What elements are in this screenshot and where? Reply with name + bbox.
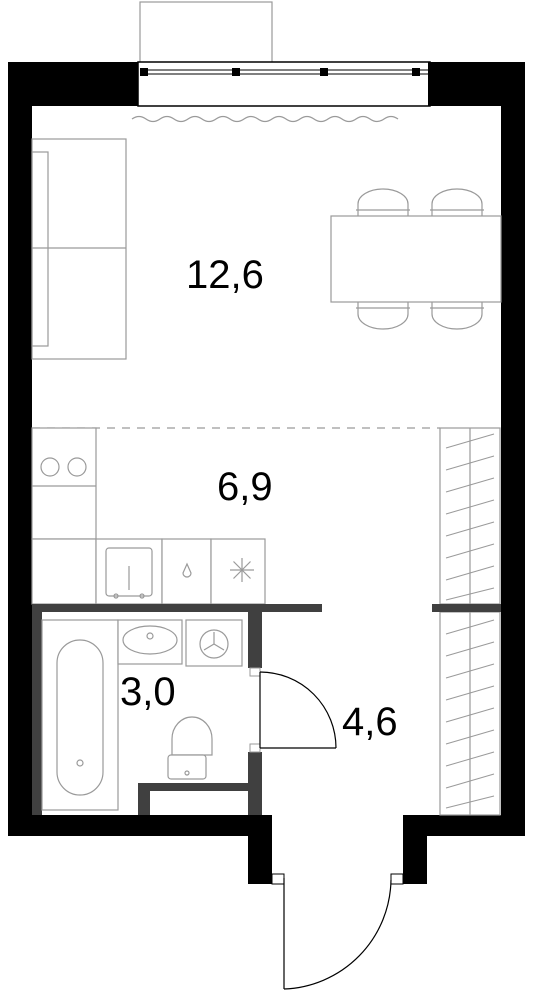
entrance-door (271, 873, 404, 990)
dining-table (330, 188, 502, 330)
sofa (31, 138, 127, 360)
balcony (137, 1, 431, 107)
bathtub (41, 619, 119, 811)
bathroom-door (249, 667, 337, 753)
area-label-bathroom: 3,0 (120, 670, 176, 714)
area-label-kitchen: 6,9 (217, 465, 273, 509)
area-label-hallway: 4,6 (342, 700, 398, 744)
inner-walls (32, 604, 501, 815)
outer-walls (8, 62, 525, 884)
wardrobe (439, 427, 501, 816)
toilet (167, 716, 213, 780)
kitchen-counter (31, 427, 266, 605)
washbasin (117, 619, 183, 665)
curtain (131, 115, 399, 123)
area-label-living-room: 12,6 (186, 253, 264, 297)
washing-machine (185, 619, 243, 667)
